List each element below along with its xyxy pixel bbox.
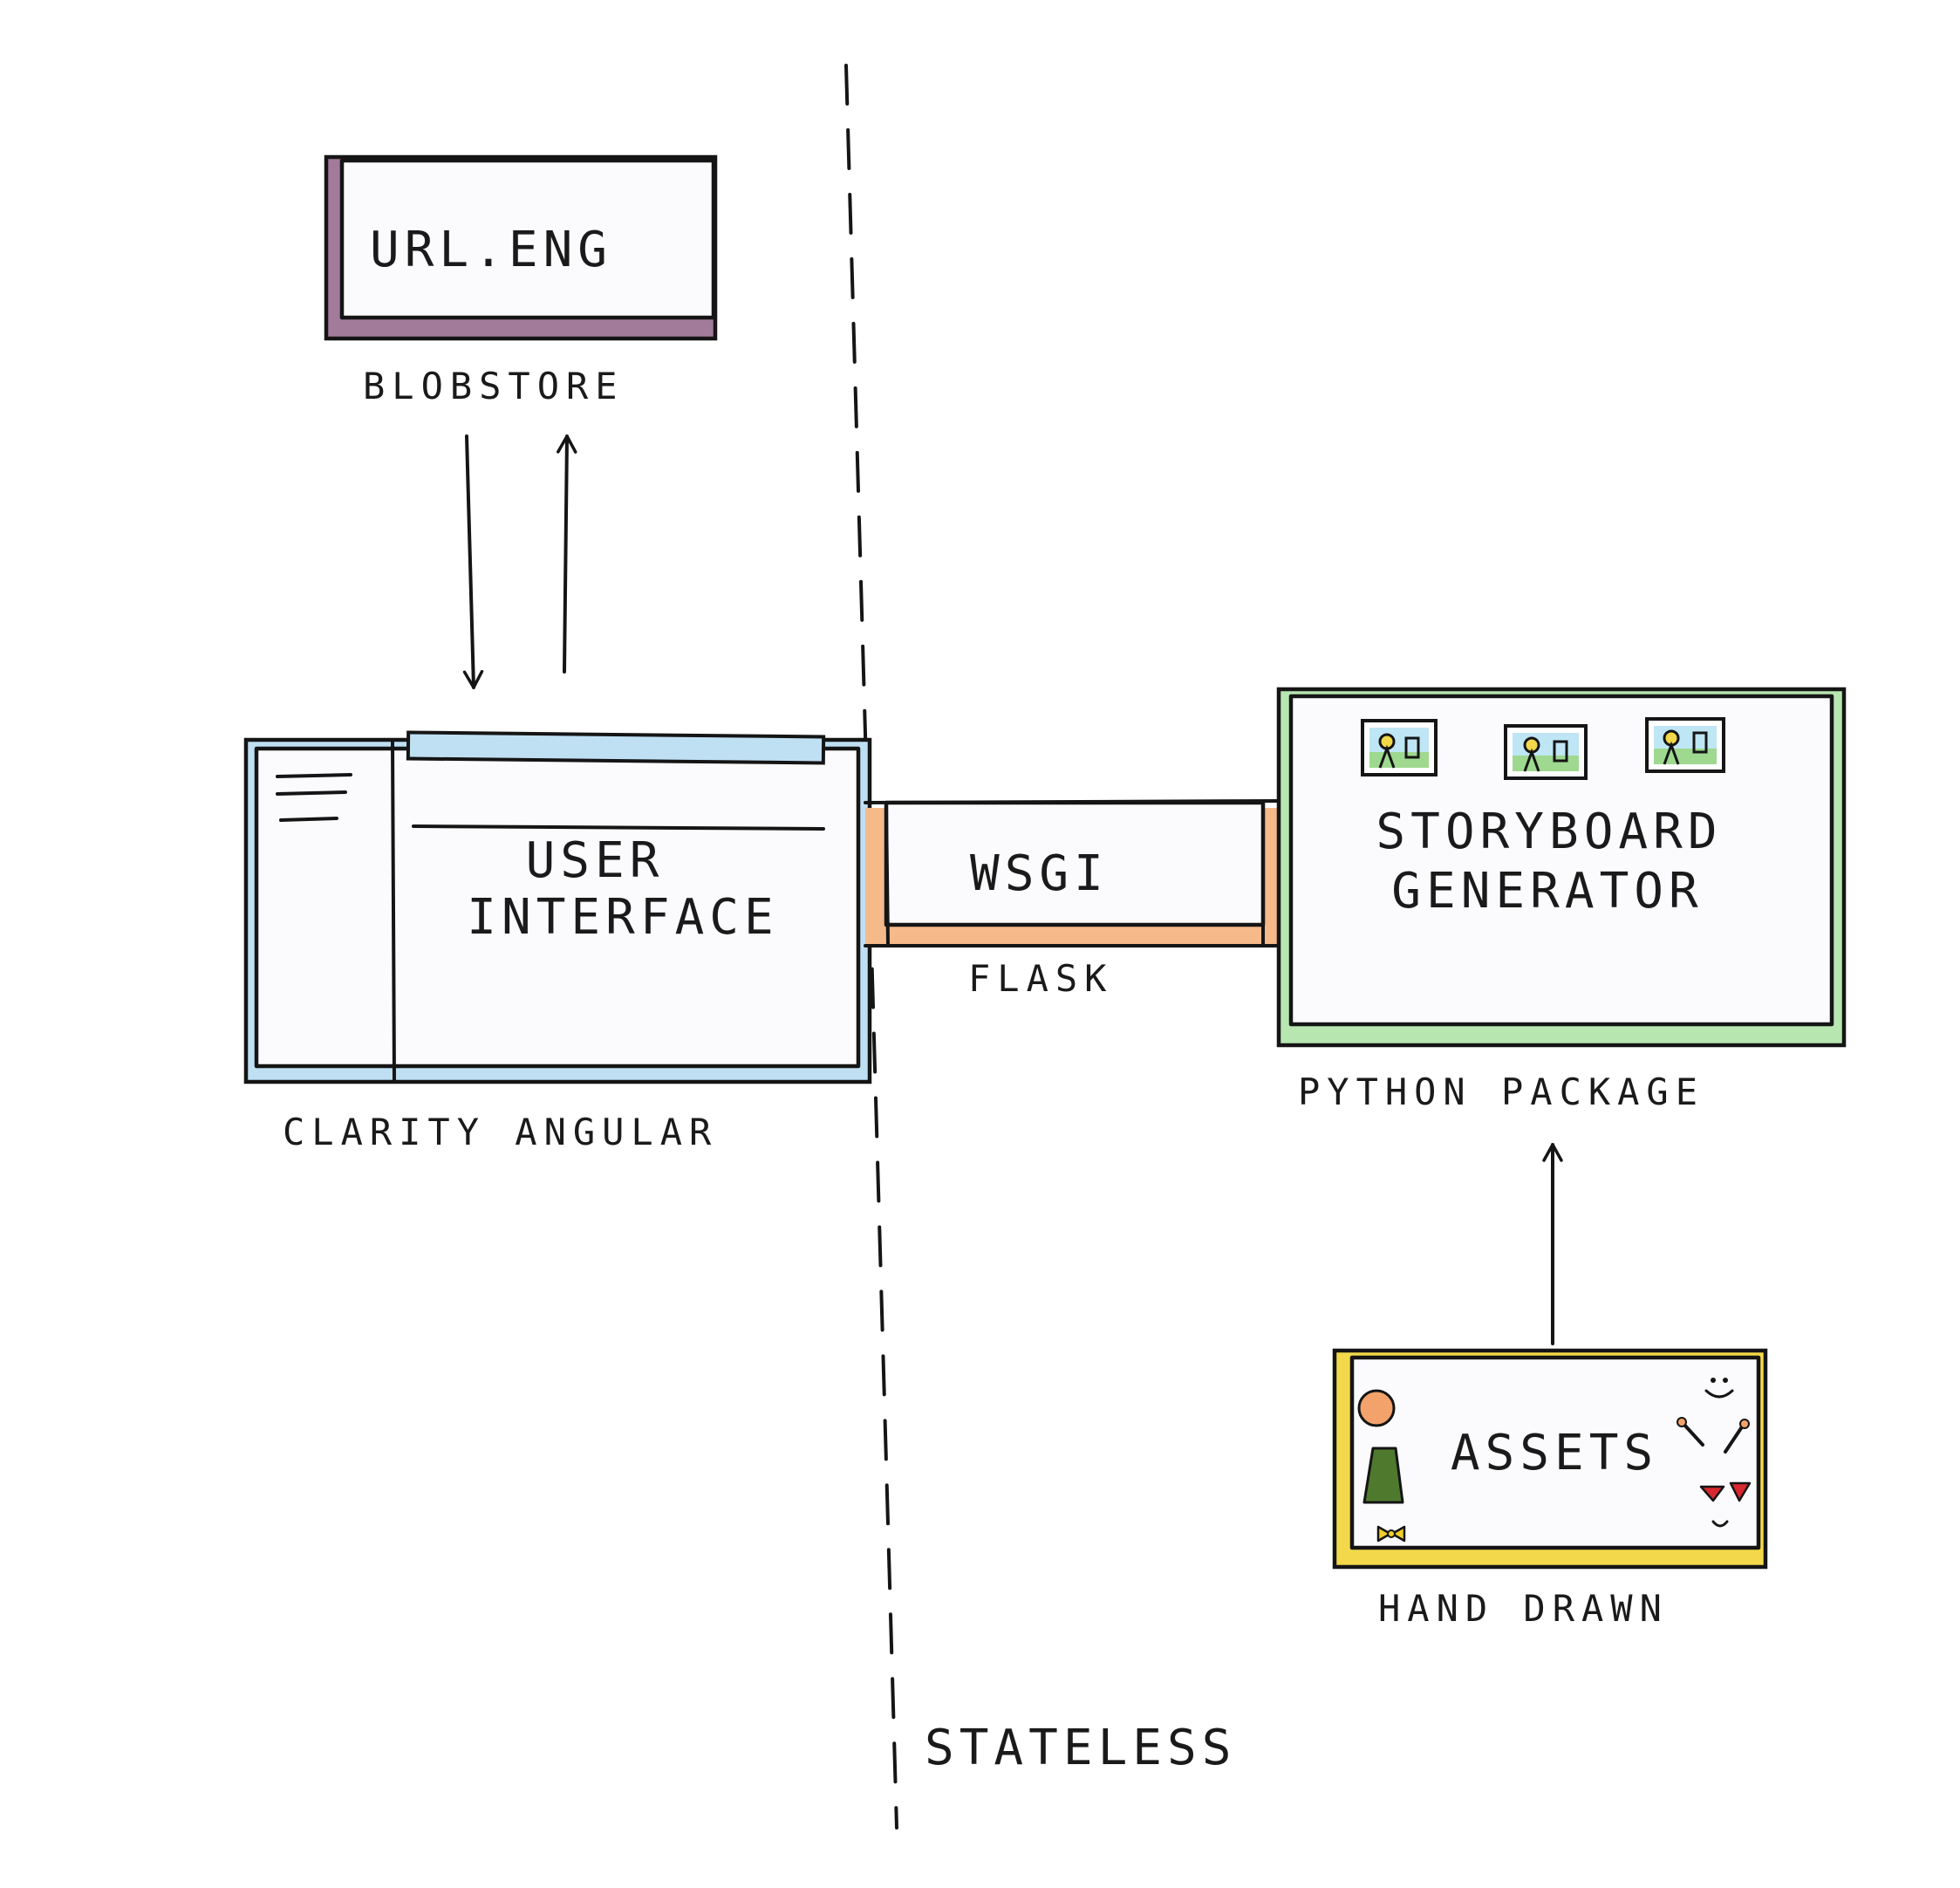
generator-caption: PYTHON PACKAGE	[1298, 1071, 1704, 1113]
user-interface-box	[243, 730, 872, 1084]
wsgi-left-cap	[884, 804, 890, 946]
storyboard-frame-icon	[1645, 717, 1725, 773]
blobstore-caption: BLOBSTORE	[363, 365, 625, 407]
wsgi-text: WSGI	[970, 845, 1109, 902]
ui-caption: CLARITY ANGULAR	[283, 1111, 718, 1153]
assets-box	[1332, 1348, 1768, 1570]
ui-face	[254, 746, 861, 1069]
generator-text-line2: GENERATOR	[1391, 863, 1703, 920]
wsgi-top-edge	[864, 799, 1286, 804]
person-icon	[1357, 1389, 1404, 1504]
wsgi-connector	[864, 799, 1286, 947]
wsgi-caption: FLASK	[968, 957, 1113, 1000]
stateless-label: STATELESS	[925, 1720, 1236, 1776]
blobstore-outline	[324, 154, 718, 341]
stateless-divider	[844, 64, 898, 1830]
arrow-ui-to-blobstore	[557, 434, 577, 674]
assets-outline	[1332, 1348, 1768, 1570]
ui-text-line2: INTERFACE	[467, 889, 778, 946]
ui-content-rule	[412, 824, 825, 831]
ui-sidebar-line	[276, 790, 347, 796]
assets-face	[1349, 1355, 1761, 1550]
generator-text-line1: STORYBOARD	[1376, 804, 1722, 860]
generator-outline	[1276, 687, 1847, 1048]
ui-search-bar	[406, 730, 826, 765]
arrow-blobstore-to-ui	[462, 434, 484, 689]
blobstore-text: URL.ENG	[370, 222, 612, 278]
storyboard-frame-icon	[1361, 719, 1438, 776]
storyboard-frame-icon	[1504, 724, 1588, 780]
bow-icon	[1376, 1525, 1406, 1543]
arms-icon	[1677, 1417, 1750, 1454]
blobstore-box	[324, 154, 718, 341]
hearts-icon	[1699, 1481, 1752, 1528]
blobstore-face	[339, 158, 716, 320]
assets-text: ASSETS	[1451, 1425, 1658, 1481]
smiley-icon	[1704, 1378, 1734, 1399]
ui-sidebar-line	[276, 773, 352, 778]
assets-caption: HAND DRAWN	[1378, 1587, 1669, 1630]
ui-sidebar-divider	[391, 740, 396, 1082]
wsgi-face	[884, 800, 1266, 927]
ui-text-line1: USER	[526, 832, 665, 889]
ui-sidebar-line	[279, 817, 338, 822]
